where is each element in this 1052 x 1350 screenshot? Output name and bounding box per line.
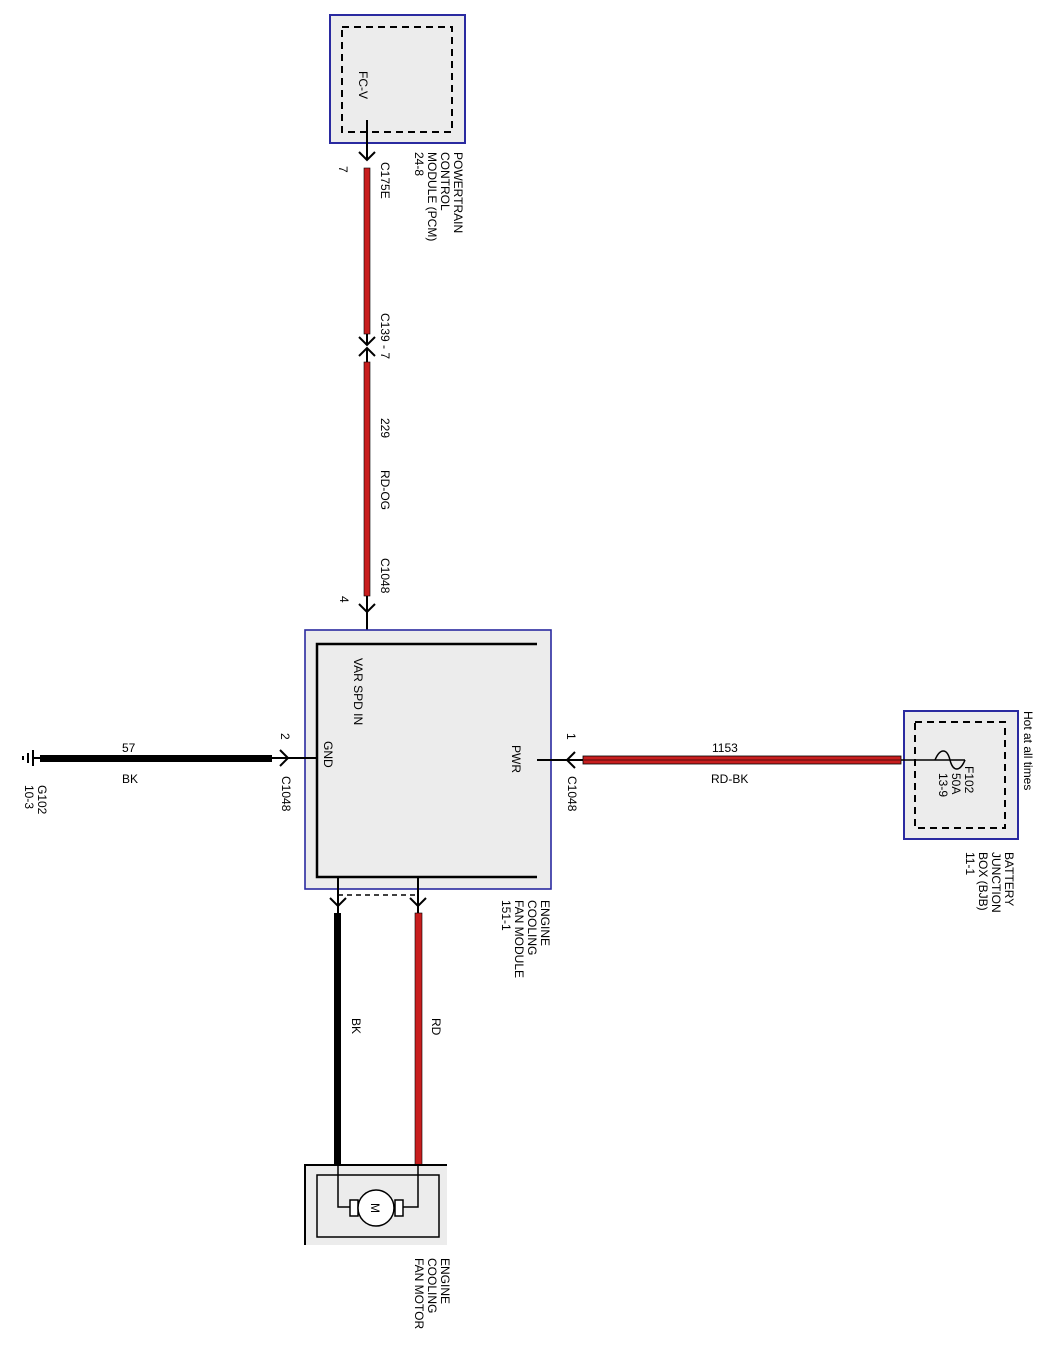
bjb-inner-box xyxy=(914,721,1006,829)
fan-motor-name-line-2: COOLING xyxy=(425,1258,439,1313)
gnd-connector-symbol xyxy=(279,749,290,767)
wire-motor-rd-color: RD xyxy=(429,1018,443,1036)
fan-module-gnd: GND xyxy=(321,741,335,768)
pcm-pin-number: 7 xyxy=(336,166,350,173)
fuse-line-1: F102 xyxy=(962,766,976,794)
wire-1153-power xyxy=(582,755,902,765)
pwr-connector-label: C1048 xyxy=(565,776,579,812)
pcm-connector-label: C175E xyxy=(378,162,392,199)
motor-symbol: M xyxy=(368,1203,382,1213)
fan-module-top-connector: C1048 xyxy=(378,558,392,594)
fan-motor-name-line-3: FAN MOTOR xyxy=(412,1258,426,1329)
fan-module-top-pin: 4 xyxy=(337,596,351,603)
fuse-line-2: 50A xyxy=(949,773,963,794)
fan-module-name-line-4: 151-1 xyxy=(499,900,513,931)
fan-module-name-line-2: COOLING xyxy=(525,900,539,955)
ground-id-line-2: 10-3 xyxy=(22,785,36,809)
wire-motor-rd xyxy=(414,912,423,1166)
bjb-name-line-3: BOX (BJB) xyxy=(976,852,990,911)
wire-229-color: RD-OG xyxy=(378,470,392,510)
pcm-pin-text: FC-V xyxy=(356,71,370,99)
pcm-connector-symbol xyxy=(358,151,376,162)
fan-module-inner-bracket xyxy=(315,642,537,879)
pcm-name-line-3: MODULE (PCM) xyxy=(425,152,439,241)
fuse-line-3: 13-9 xyxy=(936,773,950,797)
gnd-pin-number: 2 xyxy=(278,733,292,740)
fan-module-var-spd-in: VAR SPD IN xyxy=(351,658,365,725)
pcm-inner-box xyxy=(341,26,453,133)
pcm-name-line-4: 24-8 xyxy=(412,152,426,176)
pcm-name-line-2: CONTROL xyxy=(438,152,452,211)
pcm-box xyxy=(329,14,466,144)
bjb-name-line-2: JUNCTION xyxy=(989,852,1003,913)
bjb-name: BATTERY JUNCTION BOX (BJB) 11-1 xyxy=(963,852,1016,913)
fan-motor-name-line-1: ENGINE xyxy=(438,1258,452,1304)
wire-229-lower xyxy=(363,361,371,597)
wire-57-color: BK xyxy=(122,772,138,786)
wire-1153-color: RD-BK xyxy=(711,772,748,786)
wire-motor-bk-color: BK xyxy=(349,1018,363,1034)
fan-module: VAR SPD IN GND PWR xyxy=(304,629,552,890)
wire-229-circuit: 229 xyxy=(378,418,392,438)
fan-motor-inner-box xyxy=(316,1174,440,1238)
wire-229-upper xyxy=(363,167,371,335)
pwr-pin-number: 1 xyxy=(564,733,578,740)
bjb-name-line-4: 11-1 xyxy=(963,852,977,875)
fan-module-name: ENGINE COOLING FAN MODULE 151-1 xyxy=(499,900,552,978)
fan-motor: M xyxy=(304,1164,447,1245)
fan-module-pwr: PWR xyxy=(509,745,523,773)
motor-icon xyxy=(357,1189,395,1227)
pwr-connector-symbol xyxy=(565,751,576,769)
pcm-name-line-1: POWERTRAIN xyxy=(451,152,465,233)
fuse-icon xyxy=(934,750,966,770)
bjb-name-line-1: BATTERY xyxy=(1002,852,1016,906)
fan-module-name-line-1: ENGINE xyxy=(538,900,552,946)
motor-rd-connector-symbol xyxy=(409,897,427,908)
inline-connector-label: C139 - 7 xyxy=(378,313,392,359)
fan-module-box xyxy=(304,629,552,890)
wire-motor-bk xyxy=(334,913,341,1165)
pcm-module: FC-V xyxy=(329,14,466,160)
wire-1153-circuit: 1153 xyxy=(712,741,738,755)
pcm-name: POWERTRAIN CONTROL MODULE (PCM) 24-8 xyxy=(412,152,465,241)
bjb-outer-box xyxy=(903,710,1019,840)
bjb-box: F102 50A 13-9 xyxy=(901,710,1019,840)
ground-id-line-1: G102 xyxy=(35,785,49,815)
motor-bk-connector-symbol xyxy=(329,897,347,908)
ground-symbol xyxy=(22,750,40,766)
wire-57-circuit: 57 xyxy=(122,741,136,755)
fan-motor-outer-bracket xyxy=(304,1164,447,1245)
inline-connector-c139 xyxy=(358,334,376,362)
bjb-hot-label: Hot at all times xyxy=(1021,711,1035,790)
fan-module-name-line-3: FAN MODULE xyxy=(512,900,526,978)
gnd-connector-label: C1048 xyxy=(279,776,293,812)
wire-57-ground xyxy=(40,755,272,762)
fan-motor-name: ENGINE COOLING FAN MOTOR xyxy=(412,1258,452,1329)
